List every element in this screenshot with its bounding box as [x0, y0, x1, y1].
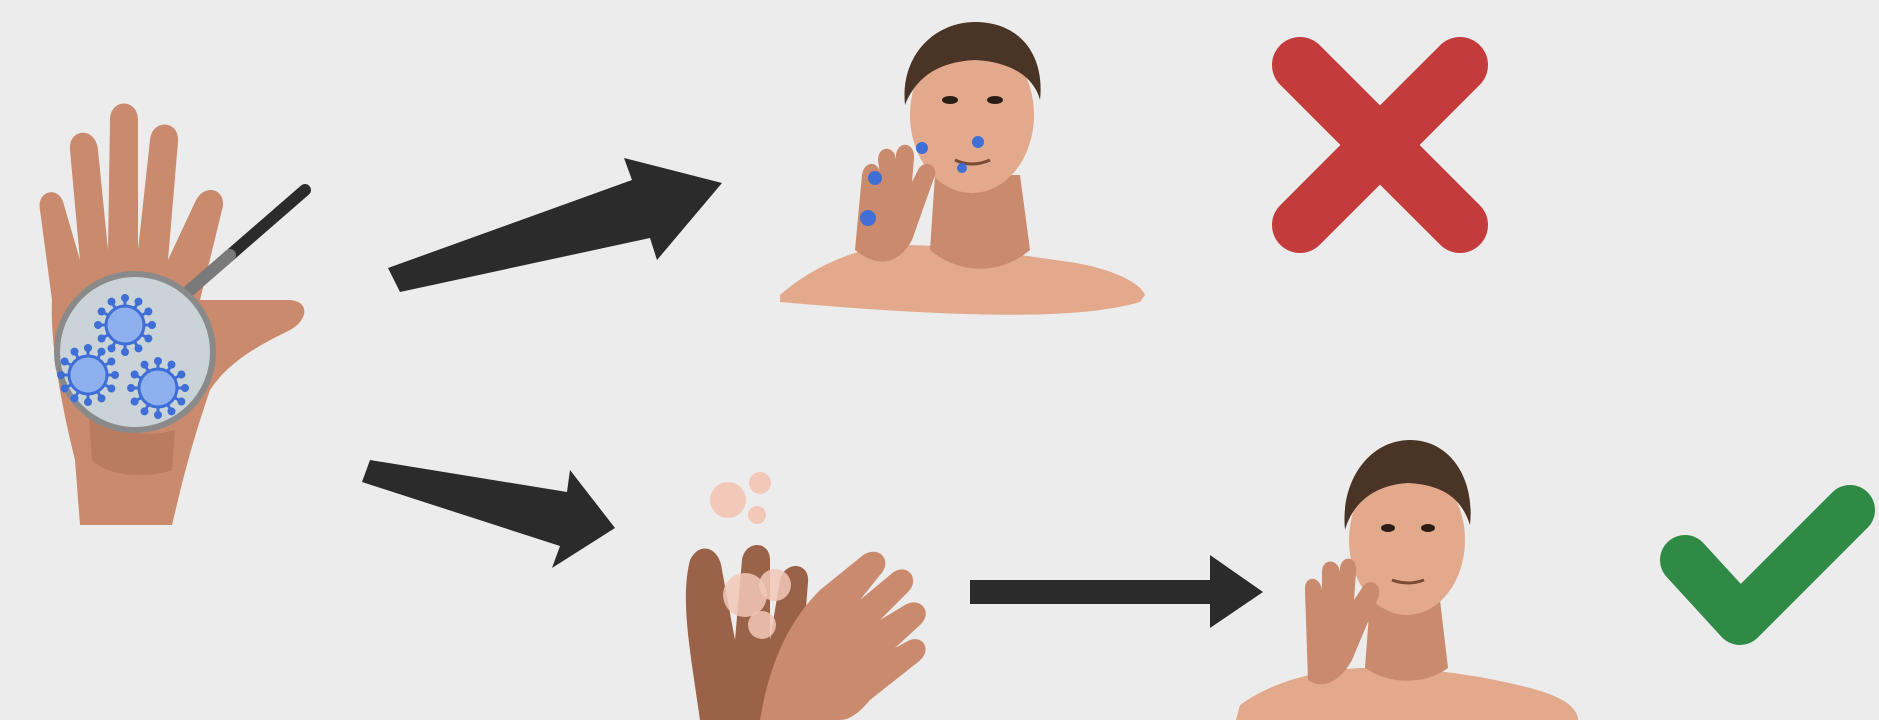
germ-spike-tip — [135, 344, 143, 352]
germ-body — [69, 356, 107, 394]
handwashing-icon — [686, 472, 926, 720]
germ-spike-tip — [181, 384, 189, 392]
germ-spike-tip — [168, 407, 176, 415]
germ-spike-tip — [135, 298, 143, 306]
germ-spike-tip — [108, 344, 116, 352]
germ-spike-tip — [107, 358, 115, 366]
germ-spike-tip — [111, 371, 119, 379]
germ-spike-tip — [98, 394, 106, 402]
germ-spike-tip — [144, 308, 152, 316]
germ-spike-tip — [98, 348, 106, 356]
germ-spike-tip — [84, 344, 92, 352]
germ-spike-tip — [98, 335, 106, 343]
germ-spike-tip — [177, 371, 185, 379]
germ-spike-tip — [61, 385, 69, 393]
germ-spike-tip — [177, 398, 185, 406]
germ-spike-tip — [154, 411, 162, 419]
germ-spike-tip — [141, 361, 149, 369]
germ-spike-tip — [61, 358, 69, 366]
germ-spike-tip — [71, 348, 79, 356]
arrow-to-clean-face — [970, 555, 1263, 628]
germ-spike-tip — [168, 361, 176, 369]
germ-spike-tip — [84, 398, 92, 406]
germ-spike-tip — [131, 371, 139, 379]
germ-spike-tip — [98, 308, 106, 316]
germ-spike-tip — [107, 385, 115, 393]
germ-spike-tip — [131, 398, 139, 406]
germ-spike-tip — [154, 357, 162, 365]
germ-spike-tip — [71, 394, 79, 402]
germ-spike-tip — [94, 321, 102, 329]
germ-spike-tip — [121, 294, 129, 302]
green-check-icon — [1685, 510, 1850, 620]
germ-spike-tip — [121, 348, 129, 356]
red-cross-icon — [1300, 65, 1460, 225]
germ-spike-tip — [148, 321, 156, 329]
germ-spike-tip — [141, 407, 149, 415]
person-touching-face-with-germs-icon — [780, 22, 1145, 315]
germ-body — [139, 369, 177, 407]
germ-spike-tip — [144, 335, 152, 343]
arrow-to-handwashing — [362, 460, 615, 568]
germ-spike-tip — [108, 298, 116, 306]
germ-spike-tip — [127, 384, 135, 392]
person-touching-face-clean-icon — [1236, 440, 1578, 720]
germ-body — [106, 306, 144, 344]
germ-spike-tip — [57, 371, 65, 379]
arrow-to-face-touching — [388, 158, 722, 292]
